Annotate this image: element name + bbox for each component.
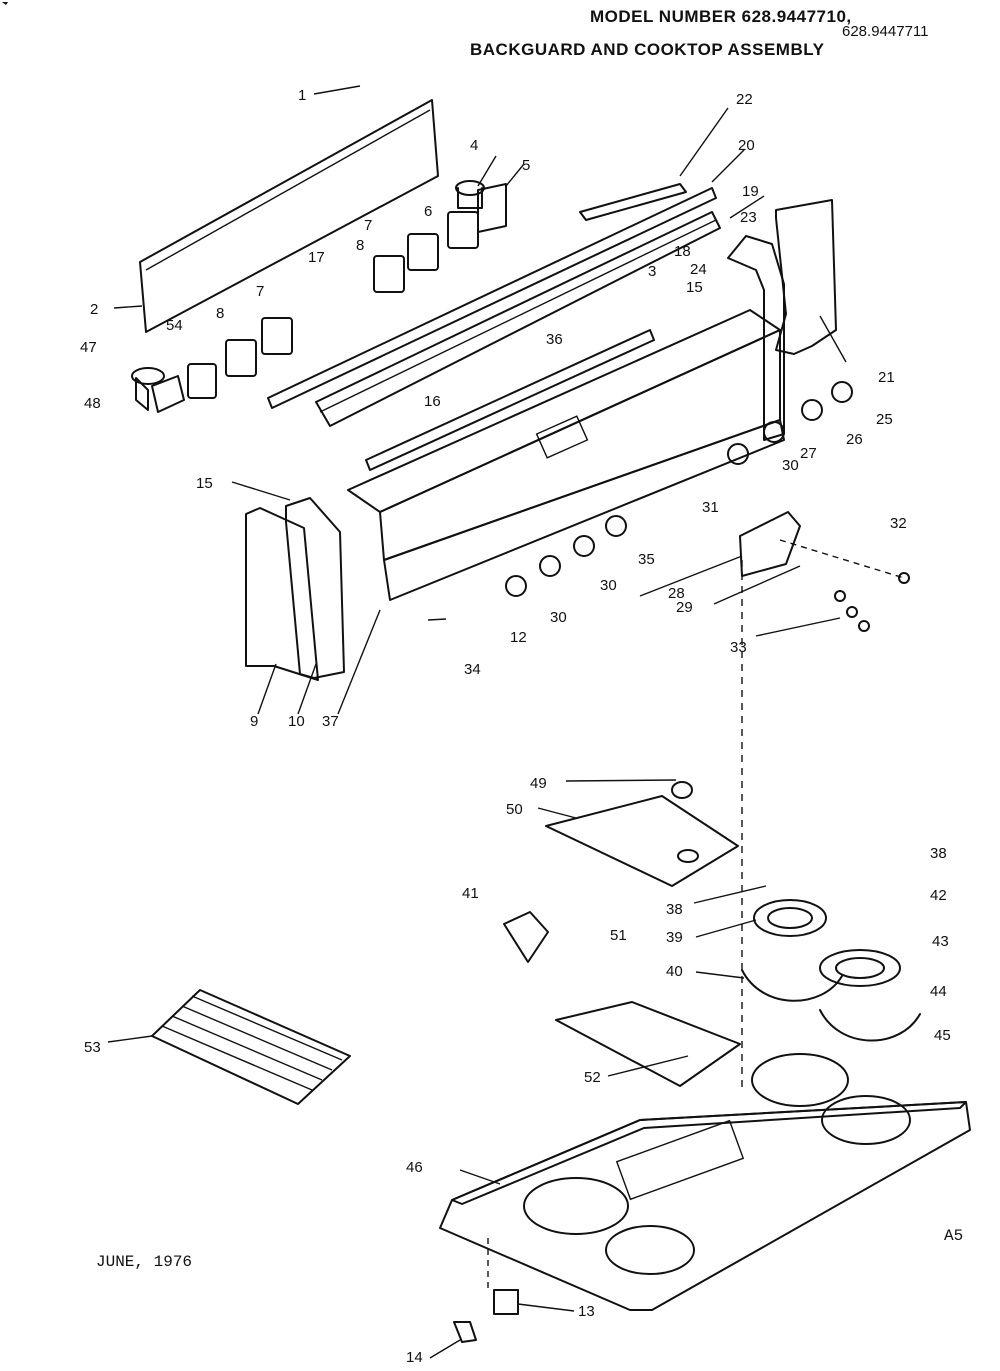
callout-36: 36 <box>546 331 563 348</box>
callout-31: 31 <box>702 499 719 516</box>
callout-22: 22 <box>736 91 753 108</box>
callout-32: 32 <box>890 515 907 532</box>
callout-53: 53 <box>84 1039 101 1056</box>
callout-35: 35 <box>638 551 655 568</box>
callout-14: 14 <box>406 1349 423 1366</box>
callout-46: 46 <box>406 1159 423 1176</box>
callout-49: 49 <box>530 775 547 792</box>
broiler-rack <box>151 989 351 1105</box>
callout-6: 6 <box>424 203 432 220</box>
callout-30c: 30 <box>550 609 567 626</box>
callout-7: 7 <box>364 217 372 234</box>
callout-52: 52 <box>584 1069 601 1086</box>
callout-17: 17 <box>308 249 325 266</box>
callout-34: 34 <box>464 661 481 678</box>
callout-1: 1 <box>298 87 306 104</box>
corner-mark <box>2 2 8 5</box>
callout-27: 27 <box>800 445 817 462</box>
callout-10: 10 <box>288 713 305 730</box>
callout-42: 42 <box>930 887 947 904</box>
leader-lines <box>107 85 847 1359</box>
cooktop-main <box>439 1053 971 1311</box>
callout-26: 26 <box>846 431 863 448</box>
callout-43: 43 <box>932 933 949 950</box>
callout-2: 2 <box>90 301 98 318</box>
page-code: A5 <box>944 1227 963 1245</box>
backguard-end-caps <box>245 497 345 681</box>
model-number-alt: 628.9447711 <box>842 23 928 40</box>
callout-12: 12 <box>510 629 527 646</box>
assembly-title: BACKGUARD AND COOKTOP ASSEMBLY <box>470 40 825 59</box>
backguard-trim-strips <box>267 183 721 427</box>
callout-47: 47 <box>80 339 97 356</box>
callout-5: 5 <box>522 157 530 174</box>
surface-elements <box>741 899 921 1042</box>
callout-4: 4 <box>470 137 478 154</box>
callout-20: 20 <box>738 137 755 154</box>
control-panel-body <box>347 309 785 601</box>
control-knobs <box>505 381 853 597</box>
callout-38: 38 <box>930 845 947 862</box>
callout-21: 21 <box>878 369 895 386</box>
callout-45: 45 <box>934 1027 951 1044</box>
callout-51: 51 <box>610 927 627 944</box>
callout-numbers: 1 2 3 4 5 6 7 7 8 8 9 10 12 13 14 15 15 … <box>80 87 951 1366</box>
callout-50: 50 <box>506 801 523 818</box>
callout-30a: 30 <box>782 457 799 474</box>
cooktop-cover-panels <box>545 781 741 1087</box>
callout-33: 33 <box>730 639 747 656</box>
callout-40: 40 <box>666 963 683 980</box>
callout-15b: 15 <box>686 279 703 296</box>
backguard-glass-panel <box>139 99 439 333</box>
bottom-bracket <box>739 511 910 632</box>
switch-housings <box>131 180 507 413</box>
callout-39: 39 <box>666 929 683 946</box>
callout-15: 15 <box>196 475 213 492</box>
callout-13: 13 <box>578 1303 595 1320</box>
date-stamp: JUNE, 1976 <box>96 1253 192 1271</box>
callout-24: 24 <box>690 261 707 278</box>
callout-9: 9 <box>250 713 258 730</box>
model-number-label: MODEL NUMBER 628.9447710, <box>590 7 852 26</box>
callout-25: 25 <box>876 411 893 428</box>
callout-23: 23 <box>740 209 757 226</box>
hinge-parts <box>453 1289 519 1343</box>
callout-37: 37 <box>322 713 339 730</box>
callout-19: 19 <box>742 183 759 200</box>
callout-44: 44 <box>930 983 947 1000</box>
callout-54: 54 <box>166 317 183 334</box>
callout-18: 18 <box>674 243 691 260</box>
callout-48: 48 <box>84 395 101 412</box>
callout-28: 28 <box>668 585 685 602</box>
callout-3: 3 <box>648 263 656 280</box>
callout-29: 29 <box>676 599 693 616</box>
callout-41: 41 <box>462 885 479 902</box>
callout-8b: 8 <box>216 305 224 322</box>
mounting-bracket <box>503 911 549 963</box>
callout-8: 8 <box>356 237 364 254</box>
callout-16: 16 <box>424 393 441 410</box>
callout-7b: 7 <box>256 283 264 300</box>
callout-38b: 38 <box>666 901 683 918</box>
callout-30b: 30 <box>600 577 617 594</box>
